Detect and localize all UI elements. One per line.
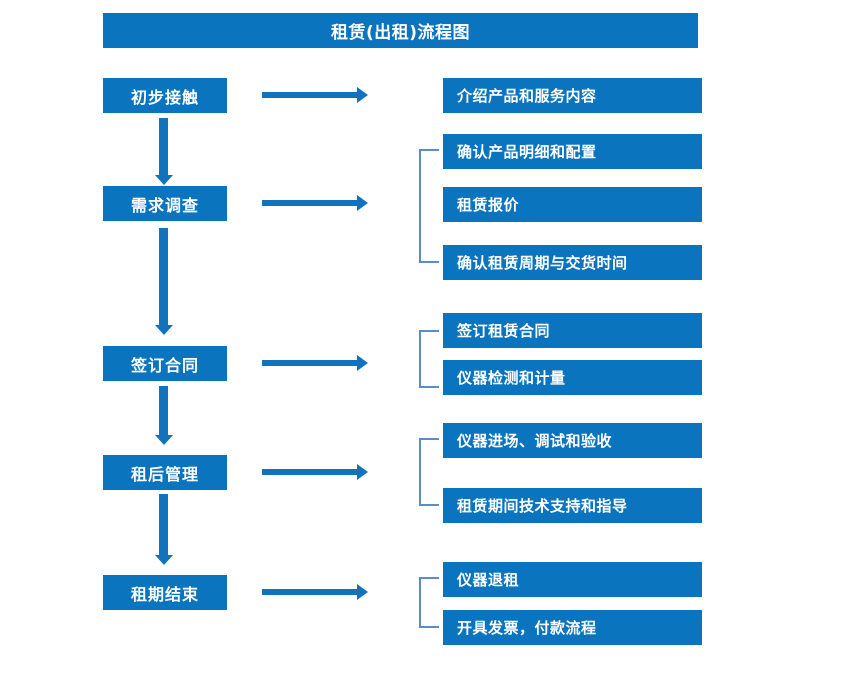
right-arrow-icon-1: [262, 92, 357, 98]
down-arrow-icon-2: [159, 228, 168, 326]
detail-box-6[interactable]: 仪器检测和计量: [443, 360, 702, 395]
stage-box-4[interactable]: 租后管理: [103, 455, 227, 490]
group-bracket-icon-4: [419, 438, 439, 506]
detail-box-2[interactable]: 确认产品明细和配置: [443, 134, 702, 169]
detail-box-9[interactable]: 仪器退租: [443, 562, 702, 597]
down-arrow-icon-1: [159, 118, 168, 176]
stage-box-1[interactable]: 初步接触: [103, 78, 227, 113]
right-arrow-icon-5: [262, 589, 357, 595]
detail-box-5[interactable]: 签订租赁合同: [443, 313, 702, 348]
stage-box-3[interactable]: 签订合同: [103, 346, 227, 381]
down-arrow-icon-4: [159, 494, 168, 556]
group-bracket-icon-3: [419, 330, 439, 388]
detail-box-10[interactable]: 开具发票，付款流程: [443, 610, 702, 645]
detail-box-7[interactable]: 仪器进场、调试和验收: [443, 423, 702, 458]
group-bracket-icon-2: [419, 149, 439, 263]
detail-box-3[interactable]: 租赁报价: [443, 187, 702, 222]
detail-box-1[interactable]: 介绍产品和服务内容: [443, 78, 702, 113]
down-arrow-icon-3: [159, 386, 168, 436]
right-arrow-icon-2: [262, 200, 357, 206]
right-arrow-icon-4: [262, 469, 357, 475]
detail-box-8[interactable]: 租赁期间技术支持和指导: [443, 488, 702, 523]
detail-box-4[interactable]: 确认租赁周期与交货时间: [443, 245, 702, 280]
page-title: 租赁(出租)流程图: [103, 13, 698, 48]
stage-box-2[interactable]: 需求调查: [103, 186, 227, 221]
group-bracket-icon-5: [419, 577, 439, 628]
right-arrow-icon-3: [262, 360, 357, 366]
stage-box-5[interactable]: 租期结束: [103, 575, 227, 610]
